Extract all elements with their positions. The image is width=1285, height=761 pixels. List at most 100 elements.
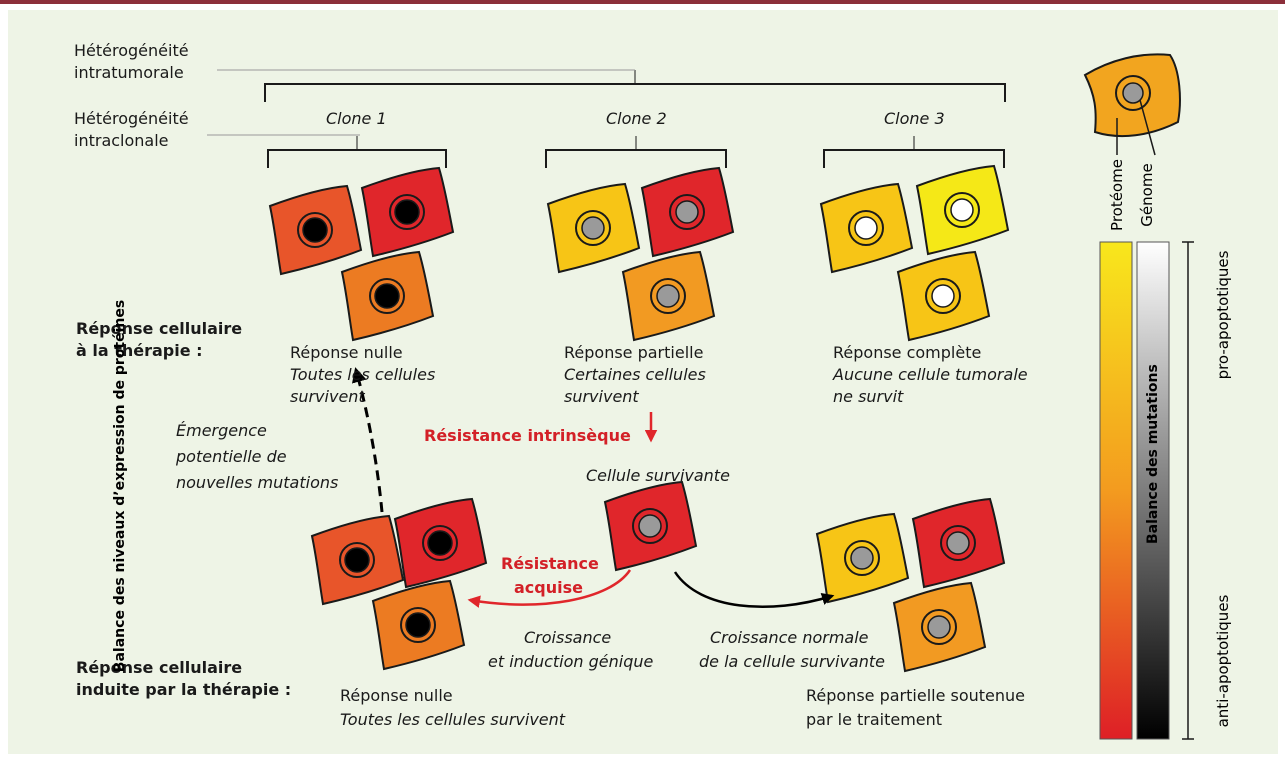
nucleus-ring [650,278,686,314]
acquired-resistance-line1: Résistance [501,554,599,573]
clone-brackets [267,136,1005,168]
acquired-cell-b [393,497,488,589]
intratumoral-bracket [264,70,1006,102]
clone-3-label: Clone 3 [884,109,945,128]
mutation-balance-label: Balance des mutations [1145,364,1161,544]
clone2-cell-a [546,182,641,274]
clone-1-label: Clone 1 [326,109,387,128]
nucleus-ring [422,525,458,561]
nucleus [854,216,878,240]
nucleus [656,284,680,308]
complete-response-sub2: ne survit [833,387,904,406]
genome-label: Génome [1138,163,1156,227]
surviving-cell [603,480,698,572]
nucleus [675,200,699,224]
proteome-label: Protéome [1108,159,1126,231]
nucleus-ring [389,194,425,230]
nucleus [927,615,951,639]
complete-response-sub1: Aucune cellule tumorale [833,365,1028,384]
null-response-sub1: Toutes les cellules [290,365,436,384]
proteome-gradient-bar [1099,241,1133,740]
nucleus [394,199,420,225]
nucleus-ring [575,210,611,246]
nucleus-ring [297,212,333,248]
emergence-line2: potentielle de [176,447,287,466]
intraclonal-label-line1: Hétérogénéité [74,109,189,128]
null-response-label: Réponse nulle [290,343,403,362]
clone3-cell-a [819,182,914,274]
nucleus-ring [844,540,880,576]
acquired-cell-a [310,514,405,606]
clone2-cell-b [640,166,735,258]
complete-response-label: Réponse complète [833,343,982,362]
nucleus [405,612,431,638]
clone3-cell-c [896,250,991,342]
nucleus-ring [339,542,375,578]
genome-gradient-bar [1136,241,1170,740]
nucleus [374,283,400,309]
nucleus-ring [944,192,980,228]
intrinsic-resistance-label: Résistance intrinsèque [424,426,631,445]
clone-2-label: Clone 2 [606,109,667,128]
emergence-line3: nouvelles mutations [176,473,339,492]
nucleus-ring [669,194,705,230]
partial-response-sub1: Certaines cellules [564,365,706,384]
nucleus [302,217,328,243]
nucleus [344,547,370,573]
pro-apoptotic-label: pro-apoptotiques [1214,250,1232,380]
partial-response-label: Réponse partielle [564,343,704,362]
diagram-panel [8,10,1278,754]
nucleus [946,531,970,555]
intratumoral-label-line2: intratumorale [74,63,184,82]
sustained-cell-a [815,512,910,604]
nucleus-ring [925,278,961,314]
sustained-cell-c [892,581,987,673]
nucleus-ring [369,278,405,314]
normal-growth-arrow [673,571,835,609]
surviving-cell-label: Cellule survivante [586,466,730,485]
null-response-2-label: Réponse nulle [340,686,453,705]
clone1-cell-b [360,166,455,258]
null-response-2-sub: Toutes les cellules survivent [340,710,566,729]
clone3-cell-b [915,164,1010,256]
nucleus-ring [940,525,976,561]
intratumoral-label-line1: Hétérogénéité [74,41,189,60]
nucleus [850,546,874,570]
emergence-arrow [352,367,384,513]
clone1-cell-c [340,250,435,342]
nucleus [950,198,974,222]
protein-balance-label: Balance des niveaux d’expression de prot… [112,299,128,673]
growth-line2: et induction génique [488,652,654,671]
clone2-cell-c [621,250,716,342]
normal-growth-line2: de la cellule survivante [699,652,885,671]
legend-nucleus [1122,82,1144,104]
scale-ticks [1182,241,1194,740]
therapy-response-line1: Réponse cellulaire [76,319,243,338]
sustained-cell-b [911,497,1006,589]
legend-nucleus-ring [1115,75,1151,111]
emergence-line1: Émergence [176,421,267,440]
nucleus [581,216,605,240]
sustained-response-line1: Réponse partielle soutenue [806,686,1026,705]
therapy-response-line2: à la thérapie : [76,341,203,360]
top-rule [0,0,1285,4]
clone1-cell-a [268,184,363,276]
sustained-response-line2: par le traitement [806,710,943,729]
nucleus-ring [400,607,436,643]
growth-line1: Croissance [524,628,612,647]
genome-leader [1139,99,1156,156]
nucleus-ring [848,210,884,246]
nucleus [427,530,453,556]
null-response-sub2: survivent [290,387,365,406]
induced-response-line2: induite par la thérapie : [76,680,292,699]
nucleus-ring [632,508,668,544]
induced-response-line1: Réponse cellulaire [76,658,243,677]
partial-response-sub2: survivent [564,387,639,406]
acquired-resistance-arrow [467,569,632,608]
nucleus [931,284,955,308]
acquired-resistance-line2: acquise [514,578,583,597]
nucleus [638,514,662,538]
anti-apoptotic-label: anti-apoptotiques [1214,594,1232,728]
